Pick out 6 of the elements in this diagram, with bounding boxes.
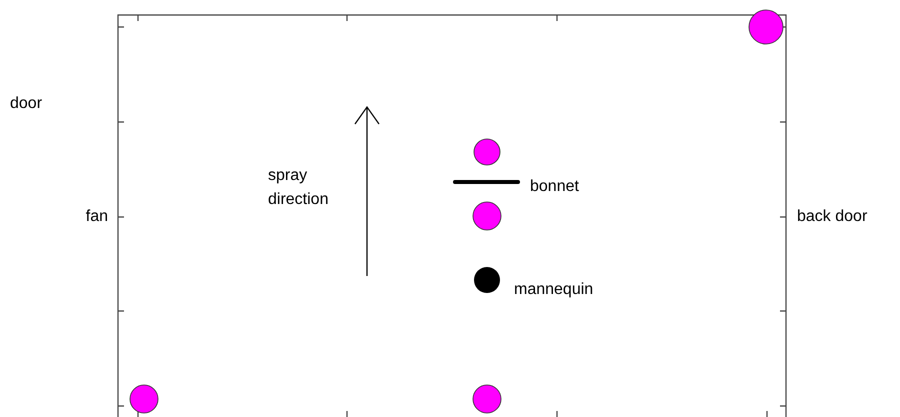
area-label: fan [86, 207, 108, 226]
area-label: back door [797, 207, 868, 226]
part-label: mannequin [514, 280, 594, 299]
part-label: bonnet [530, 177, 579, 196]
area-label: door [10, 94, 42, 113]
annotation-label: spray direction [268, 166, 330, 210]
